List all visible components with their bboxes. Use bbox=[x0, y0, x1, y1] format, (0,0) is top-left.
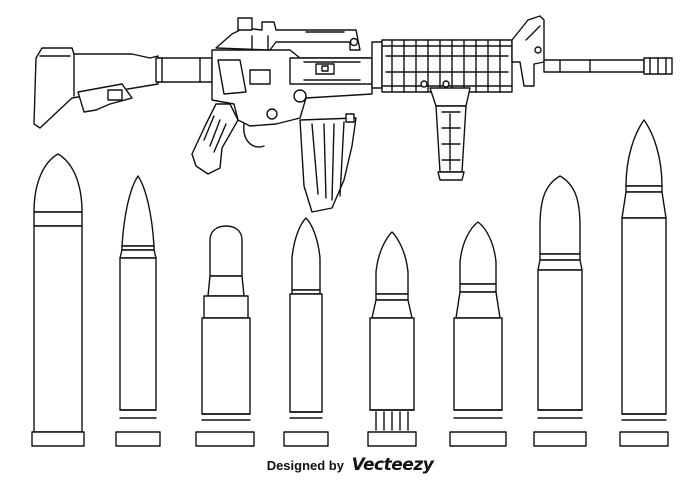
designer-credit: Designed by Vecteezy bbox=[0, 455, 700, 475]
credit-prefix: Designed by bbox=[266, 458, 344, 473]
bullet-icon bbox=[620, 120, 668, 446]
rifle-front-sight bbox=[512, 16, 544, 86]
rifle-buttstock bbox=[34, 48, 158, 128]
bullet-icon bbox=[450, 222, 506, 446]
bullet-icon bbox=[32, 154, 84, 446]
rifle-pistol-grip bbox=[192, 104, 264, 174]
rifle-buffer-tube bbox=[156, 58, 212, 82]
rifle-barrel bbox=[544, 58, 672, 74]
bullet-icon bbox=[196, 226, 254, 446]
credit-brand-logo: Vecteezy bbox=[351, 455, 434, 475]
rifle-handguard bbox=[372, 40, 512, 92]
rifle-foregrip bbox=[430, 88, 470, 180]
bullet-icon bbox=[116, 176, 160, 446]
rifle-upper-receiver bbox=[290, 58, 372, 84]
bullet-icon bbox=[284, 218, 328, 446]
assault-rifle-icon bbox=[34, 16, 672, 212]
rifle-magazine bbox=[300, 114, 356, 212]
bullet-icon bbox=[368, 232, 416, 446]
bullet-icon bbox=[534, 176, 586, 446]
bullet-row bbox=[32, 120, 668, 446]
rifle-carry-handle bbox=[216, 18, 360, 50]
